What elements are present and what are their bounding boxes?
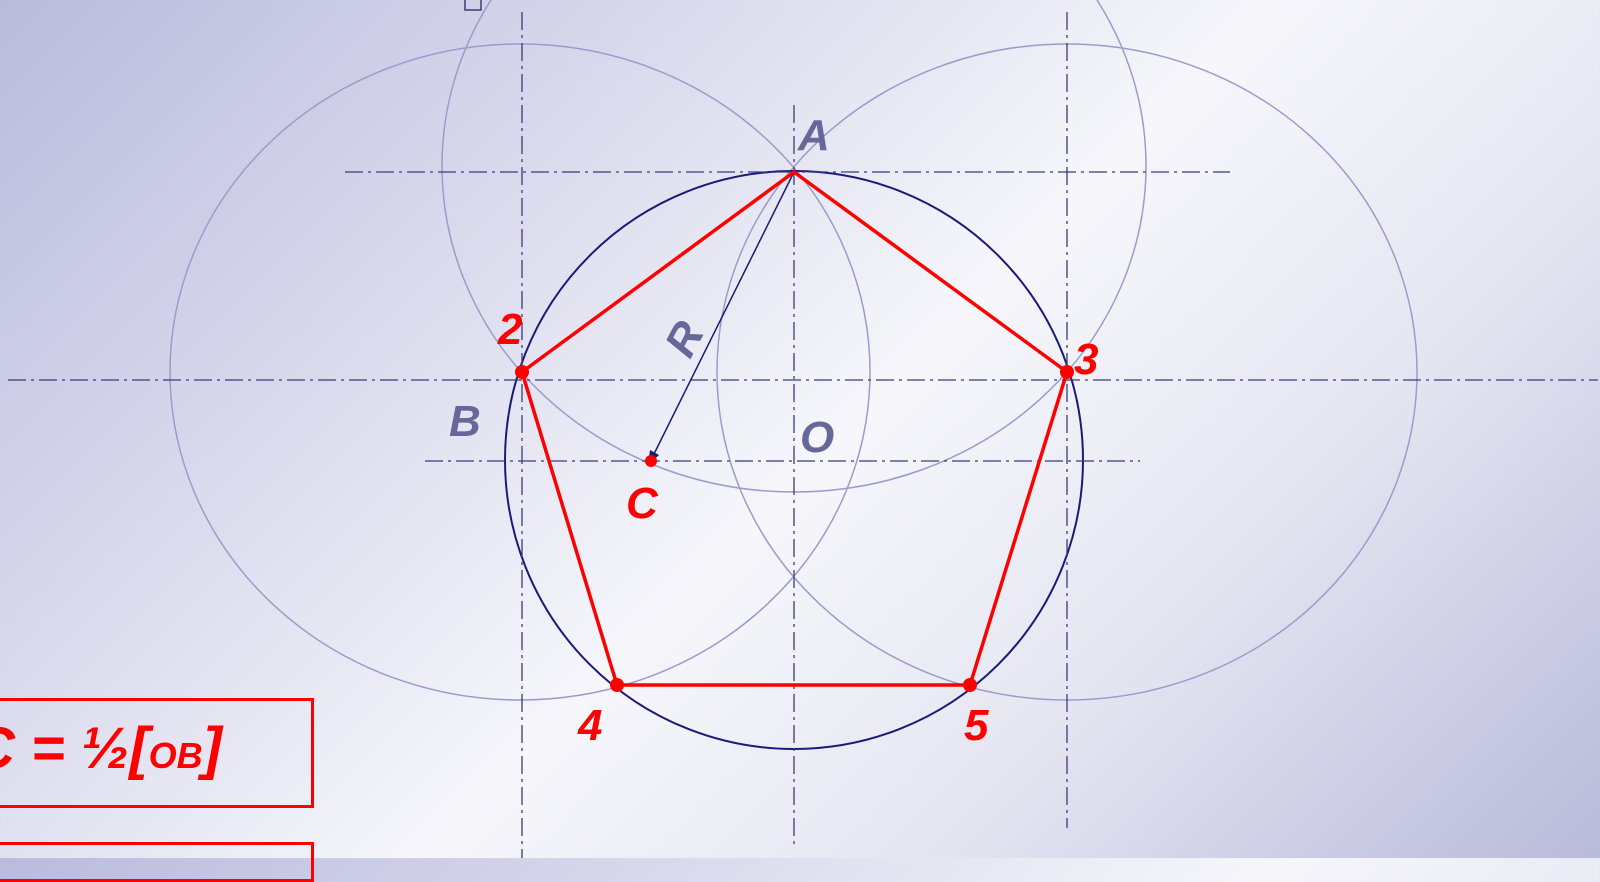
pentagon-edge-a-2 bbox=[520, 170, 796, 374]
vertex-4-dot bbox=[610, 678, 624, 692]
vertex-3-dot bbox=[1060, 365, 1074, 379]
vertex-2-dot bbox=[515, 365, 529, 379]
label-vertex-3: 3 bbox=[1074, 335, 1098, 384]
aux-circle-left bbox=[169, 43, 871, 701]
label-o: O bbox=[800, 413, 834, 462]
pentagon-construction-diagram: A B O C R 2 3 4 5 bbox=[8, 0, 1598, 858]
formula-text: C = ½[OB] bbox=[0, 715, 222, 782]
label-b: B bbox=[449, 397, 481, 446]
pentagon-edge-a-3 bbox=[792, 170, 1069, 374]
radius-line-r bbox=[651, 171, 795, 459]
label-a: A bbox=[797, 111, 830, 160]
corner-square bbox=[464, 0, 482, 11]
label-c: C bbox=[626, 479, 659, 528]
label-vertex-5: 5 bbox=[964, 701, 989, 750]
point-c-dot bbox=[645, 455, 657, 467]
pentagon-edge-3-5 bbox=[968, 370, 1069, 687]
formula-ob: OB bbox=[148, 735, 203, 776]
second-formula-box bbox=[0, 842, 314, 882]
formula-close: ] bbox=[202, 716, 222, 781]
pentagon-edge-2-4 bbox=[520, 370, 619, 687]
vertex-5-dot bbox=[963, 678, 977, 692]
label-vertex-4: 4 bbox=[577, 701, 602, 750]
label-vertex-2: 2 bbox=[497, 305, 523, 354]
label-r: R bbox=[656, 313, 714, 364]
formula-lead: C = ½[ bbox=[0, 716, 149, 781]
formula-box: C = ½[OB] bbox=[0, 698, 314, 808]
